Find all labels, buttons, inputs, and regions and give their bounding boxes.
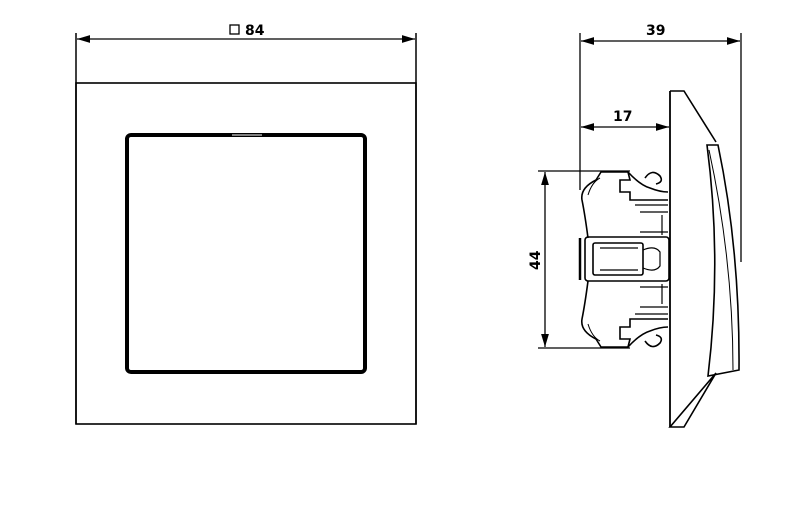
width-label: 84 [245,23,265,39]
height-label: 44 [528,250,544,270]
depth-total-label: 39 [646,23,665,39]
frame-outline [75,82,417,425]
mechanism [578,171,670,348]
side-view: 39 17 44 [528,23,742,428]
frame-plate [668,90,717,428]
front-view: 84 [75,23,417,425]
square-symbol-icon [229,24,240,35]
rocker-button [125,133,367,374]
depth-mount-label: 17 [613,109,632,125]
rocker-side [706,144,740,377]
